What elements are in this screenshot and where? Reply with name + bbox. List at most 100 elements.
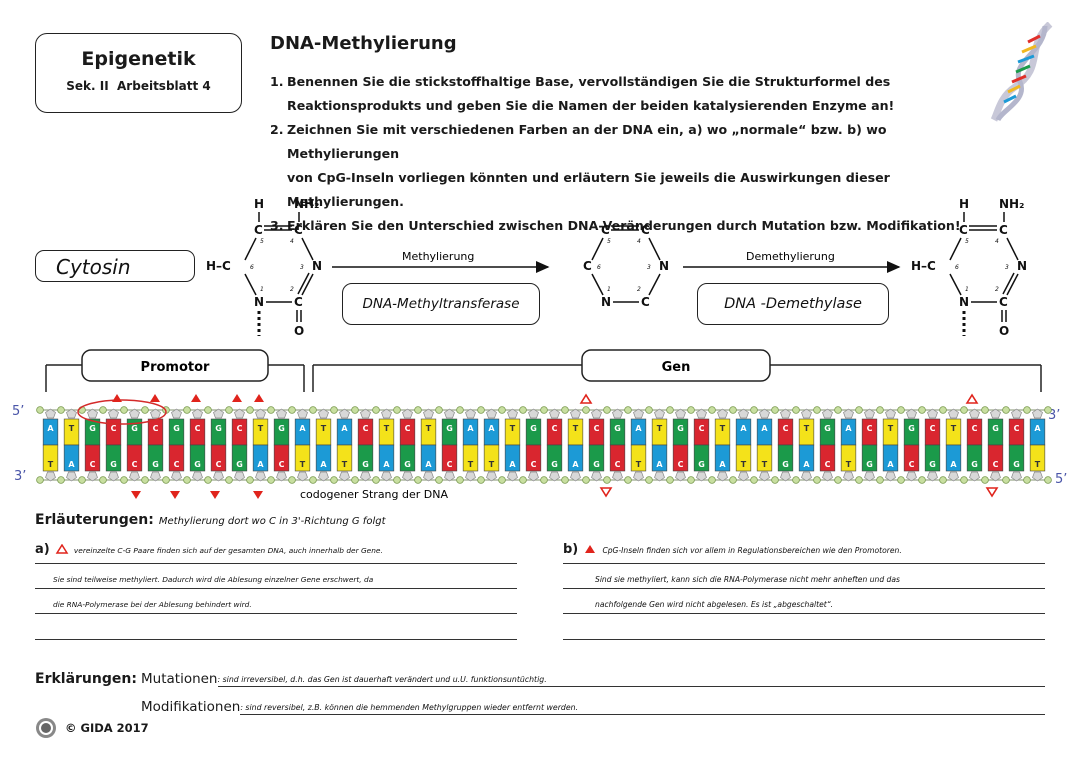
base-bottom — [882, 444, 899, 472]
atom-n: N — [959, 295, 969, 309]
atom-hc: H–C — [911, 259, 936, 273]
base-letter-top: C — [972, 424, 978, 433]
sugar — [423, 471, 434, 482]
phosphate — [1002, 476, 1010, 484]
phosphate — [456, 406, 464, 414]
phosphate — [960, 406, 968, 414]
atom-c: C — [641, 295, 650, 309]
base-bottom — [546, 444, 563, 472]
task-line: Benennen Sie die stickstoffhaltige Base,… — [287, 74, 891, 89]
base-bottom — [672, 444, 689, 472]
promotor-label-box — [81, 349, 269, 382]
enzyme2-answer-box[interactable]: DNA -Demethylase — [697, 283, 889, 325]
base-letter-bottom: G — [929, 460, 936, 469]
base-bottom — [441, 444, 458, 472]
base-bottom — [966, 444, 983, 472]
base-letter-top: T — [510, 424, 516, 433]
svg-text:6: 6 — [250, 264, 254, 271]
phosphate — [771, 406, 779, 414]
cpg-methylation-marks — [112, 394, 264, 499]
sugar — [507, 408, 518, 419]
atom-c: C — [641, 223, 650, 237]
answer-b-line[interactable] — [563, 614, 1045, 640]
base-letter-bottom: C — [909, 460, 915, 469]
answer-b-line[interactable]: Sind sie methyliert, kann sich die RNA-P… — [563, 564, 1045, 589]
phosphate — [183, 406, 191, 414]
base-bottom — [168, 444, 185, 472]
sugar — [444, 471, 455, 482]
sugar — [192, 471, 203, 482]
phosphate — [855, 406, 863, 414]
footer: © GIDA 2017 — [35, 717, 149, 739]
sugar — [234, 408, 245, 419]
base-letter-top: T — [888, 424, 894, 433]
base-answer-box[interactable]: Cytosin — [35, 250, 195, 282]
base-bottom — [483, 444, 500, 472]
phosphate — [519, 406, 527, 414]
base-bottom — [798, 444, 815, 472]
base-bottom — [861, 444, 878, 472]
sugar — [696, 408, 707, 419]
phosphate — [1023, 406, 1031, 414]
phosphate — [897, 406, 905, 414]
sugar — [360, 408, 371, 419]
sugar — [906, 471, 917, 482]
phosphate — [414, 476, 422, 484]
phosphate — [645, 406, 653, 414]
phosphate — [99, 406, 107, 414]
phosphate — [981, 406, 989, 414]
modification-answer-line[interactable]: : sind reversibel, z.B. können die hemme… — [240, 695, 1045, 715]
base-letter-bottom: T — [489, 460, 495, 469]
sugar — [171, 471, 182, 482]
base-letter-top: A — [341, 424, 348, 433]
modification-label: Modifikationen — [141, 699, 241, 715]
answer-a-line[interactable]: a) vereinzelte C-G Paare finden sich auf… — [35, 538, 517, 564]
svg-text:4: 4 — [995, 238, 999, 245]
phosphate — [624, 406, 632, 414]
base-letter-bottom: C — [216, 460, 222, 469]
phosphate — [498, 406, 506, 414]
base-letter-bottom: C — [531, 460, 537, 469]
atom-c: C — [583, 259, 592, 273]
base-bottom — [567, 444, 584, 472]
phosphate — [561, 406, 569, 414]
phosphate — [666, 476, 674, 484]
phosphate — [267, 476, 275, 484]
base-letter-bottom: C — [615, 460, 621, 469]
sugar — [276, 408, 287, 419]
sugar — [759, 471, 770, 482]
phosphate — [1044, 476, 1052, 484]
base-letter-bottom: A — [383, 460, 390, 469]
base-letter-top: A — [761, 424, 768, 433]
answer-a-line[interactable]: Sie sind teilweise methyliert. Dadurch w… — [35, 564, 517, 589]
base-letter-top: C — [552, 424, 558, 433]
base-letter-bottom: G — [362, 460, 369, 469]
sugar — [318, 408, 329, 419]
enzyme1-answer-box[interactable]: DNA-Methyltransferase — [342, 283, 540, 325]
base-letter-top: C — [111, 424, 117, 433]
answer-b-line[interactable]: b) CpG-Inseln finden sich vor allem in R… — [563, 538, 1045, 564]
phosphate — [834, 406, 842, 414]
answer-a-line[interactable] — [35, 614, 517, 640]
base-bottom — [714, 444, 731, 472]
sugar — [822, 471, 833, 482]
sugar — [129, 471, 140, 482]
base-bottom — [462, 444, 479, 472]
svg-text:1: 1 — [607, 286, 611, 293]
phosphate — [771, 476, 779, 484]
base-letter-top: T — [720, 424, 726, 433]
sugar — [801, 408, 812, 419]
task-line: Zeichnen Sie mit verschiedenen Farben an… — [287, 122, 887, 161]
base-bottom — [42, 444, 59, 472]
sugar — [150, 408, 161, 419]
mutation-answer-line[interactable]: : sind irreversibel, d.h. das Gen ist da… — [217, 667, 1045, 687]
base-bottom — [336, 444, 353, 472]
codogenic-strand-label: codogener Strang der DNA — [300, 488, 448, 501]
answer-a-line[interactable]: die RNA-Polymerase bei der Ablesung behi… — [35, 589, 517, 614]
base-letter-bottom: G — [593, 460, 600, 469]
gida-logo-icon — [36, 718, 56, 738]
base-letter-top: C — [867, 424, 873, 433]
answer-b-line[interactable]: nachfolgende Gen wird nicht abgelesen. E… — [563, 589, 1045, 614]
base-letter-bottom: A — [803, 460, 810, 469]
base-bottom — [399, 444, 416, 472]
